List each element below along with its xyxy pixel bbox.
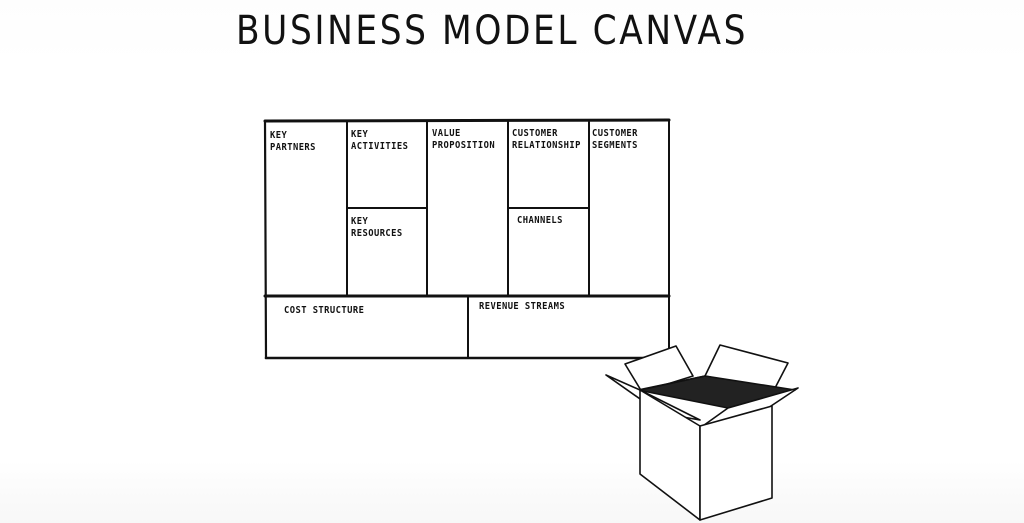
grid-top-border: [263, 118, 671, 123]
label-key-partners: KEY PARTNERS: [270, 130, 316, 153]
label-value-proposition: VALUE PROPOSITION: [432, 128, 496, 151]
label-customer-segments: CUSTOMER SEGMENTS: [592, 128, 638, 151]
label-customer-relationship: CUSTOMER RELATIONSHIP: [512, 128, 581, 151]
label-channels: CHANNELS: [517, 215, 563, 226]
open-cardboard-box-icon: [605, 344, 799, 521]
label-cost-structure: COST STRUCTURE: [284, 305, 365, 316]
grid-left-border: [263, 119, 268, 360]
label-revenue-streams: REVENUE STREAMS: [479, 301, 566, 312]
page-title: BUSINESS MODEL CANVAS: [236, 8, 749, 54]
label-key-activities: KEY ACTIVITIES: [351, 129, 409, 152]
label-key-resources: KEY RESOURCES: [351, 216, 403, 239]
